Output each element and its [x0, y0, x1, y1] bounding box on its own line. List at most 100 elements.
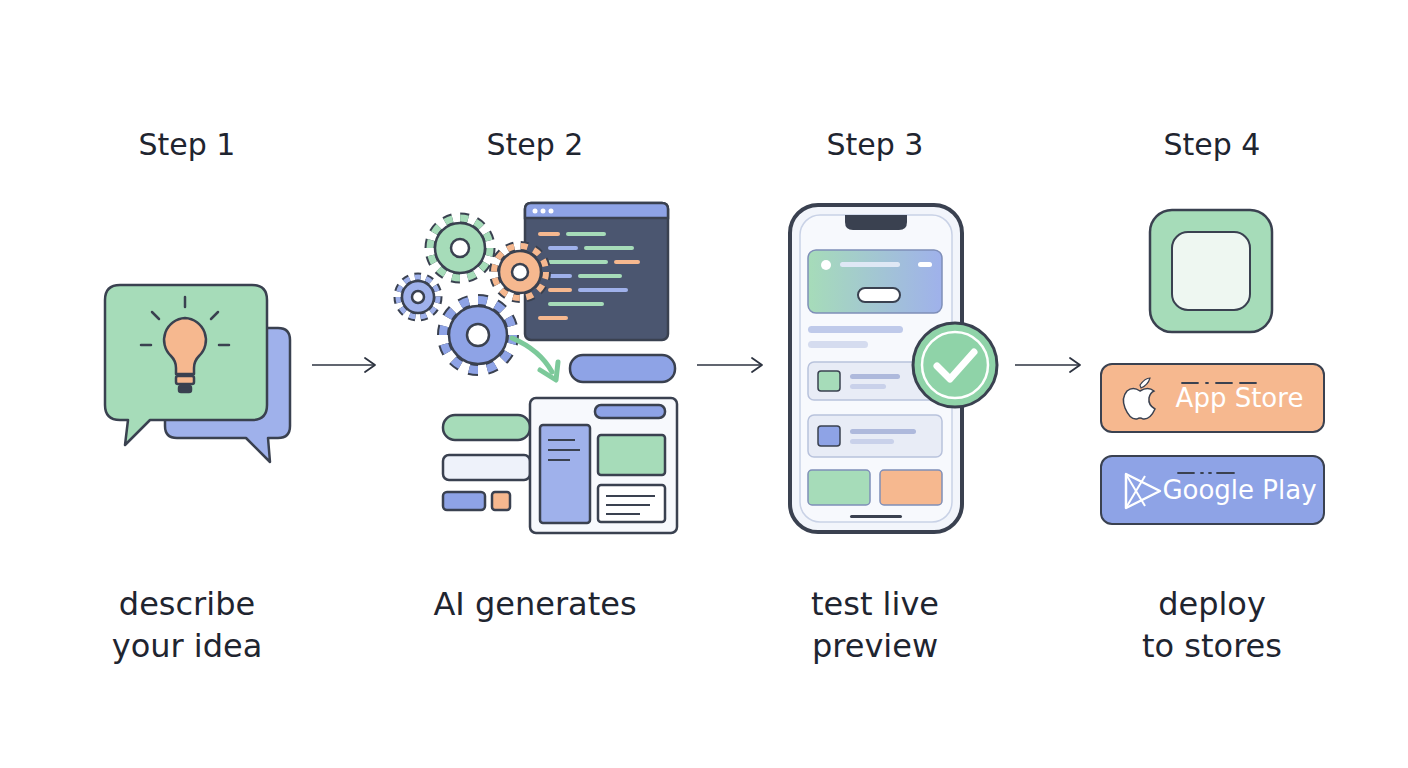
gear-cluster [398, 218, 558, 380]
store-dashes-part [1209, 472, 1211, 474]
gear-cluster-part-part [398, 277, 438, 317]
arrow-head [1070, 358, 1080, 372]
code-window-part [548, 288, 572, 292]
layout-preview [443, 355, 677, 533]
gear-cluster-part-part [467, 324, 489, 346]
code-window-part [549, 209, 554, 214]
step-column: Step 1describe your idea [62, 120, 312, 680]
layout-preview-part [598, 435, 665, 475]
code-window-part [548, 246, 578, 250]
store-dashes-part [1216, 382, 1232, 384]
arrow-shaft [312, 364, 375, 366]
gear-cluster-part-part [494, 246, 546, 298]
layout-preview-part [606, 495, 655, 497]
phone-preview-part [922, 332, 988, 398]
gear-cluster-part-part [443, 300, 513, 370]
app-icon [1150, 210, 1272, 332]
phone-preview [790, 205, 997, 532]
store-button: App Store [1100, 363, 1325, 433]
store-dashes [1178, 383, 1256, 473]
store-button: Google Play [1100, 455, 1325, 525]
code-window-part [578, 274, 622, 278]
gear-cluster-part-part [402, 281, 434, 313]
layout-preview-part [443, 455, 530, 480]
layout-preview-part [548, 449, 580, 451]
phone-preview-part [808, 341, 868, 348]
phone-preview-part [845, 215, 907, 230]
idea-bubbles-part [211, 312, 218, 319]
code-window-part [538, 316, 568, 320]
step-caption: deploy to stores [1139, 583, 1285, 667]
code-window-part [538, 232, 560, 236]
phone-preview-part [937, 352, 974, 379]
phone-preview-part [840, 262, 900, 267]
play-logo-part [1127, 476, 1145, 506]
layout-preview-part [492, 492, 510, 510]
step-caption: describe your idea [87, 583, 287, 667]
arrow-shaft [1015, 364, 1080, 366]
phone-preview-part [808, 470, 870, 505]
phone-preview-part [918, 262, 932, 267]
gear-cluster-part [430, 218, 490, 278]
phone-preview-part [880, 470, 942, 505]
code-window-part [525, 203, 668, 218]
phone-preview-part [808, 415, 942, 457]
layout-preview-part [606, 513, 640, 515]
store-dashes-part [1206, 382, 1208, 384]
store-dashes-part [1240, 382, 1256, 384]
step-column: Step 4 deploy to stores App StoreGoogle Pl… [1080, 120, 1340, 680]
gear-cluster-part [540, 362, 558, 380]
gear-cluster-part [398, 277, 438, 317]
store-dashes-part [1217, 472, 1234, 474]
step-heading: Step 2 [487, 126, 584, 164]
gear-cluster-part-part [398, 277, 438, 317]
code-window-part [578, 288, 628, 292]
step-column: Step 3test live preview [762, 120, 1015, 680]
idea-bubbles-part [176, 376, 194, 384]
play-logo-part [1126, 474, 1160, 508]
store-dashes-part [1178, 472, 1194, 474]
idea-bubbles-part [141, 344, 151, 347]
arrow-head [752, 358, 762, 372]
phone-preview-part [850, 515, 902, 518]
step-column: Step 2 AI generates [375, 120, 697, 680]
store-dashes-part [1182, 382, 1198, 384]
play-logo [1126, 474, 1160, 508]
apple-logo-part [1140, 378, 1150, 388]
phone-preview-part [913, 323, 997, 407]
layout-preview-part [443, 492, 485, 510]
gear-cluster-part-part [512, 264, 528, 280]
store-label: Google Play [1162, 474, 1316, 506]
gear-cluster-part-part [494, 246, 546, 298]
idea-bubbles-part [179, 386, 191, 392]
phone-preview-part [850, 439, 894, 444]
gear-cluster-part-part [449, 306, 507, 364]
idea-bubbles-part [105, 285, 267, 445]
apple-logo [1123, 378, 1155, 419]
gear-cluster-part-part [412, 291, 424, 303]
layout-preview-part [540, 425, 590, 523]
gear-cluster-part-part [499, 251, 541, 293]
gear-cluster-part [512, 338, 552, 372]
code-window-part [541, 209, 546, 214]
gear-cluster-part-part [430, 218, 490, 278]
idea-bubbles-part [219, 344, 229, 347]
layout-preview-part [530, 398, 677, 533]
code-window-part [584, 246, 634, 250]
layout-preview-part [595, 405, 665, 418]
code-window-part [533, 209, 538, 214]
step-heading: Step 4 [1164, 126, 1261, 164]
play-logo-part [1127, 476, 1145, 506]
layout-preview-part [443, 415, 530, 440]
layout-preview-part [548, 439, 575, 441]
step-caption: test live preview [785, 583, 965, 667]
idea-bubbles [105, 285, 290, 462]
store-dashes-part [1201, 472, 1203, 474]
layout-preview-part [570, 355, 675, 382]
code-window-part [548, 260, 608, 264]
code-window-part [525, 203, 668, 340]
layout-preview-part [598, 485, 665, 522]
step-caption: AI generates [385, 583, 685, 625]
gear-cluster-part-part [435, 223, 485, 273]
